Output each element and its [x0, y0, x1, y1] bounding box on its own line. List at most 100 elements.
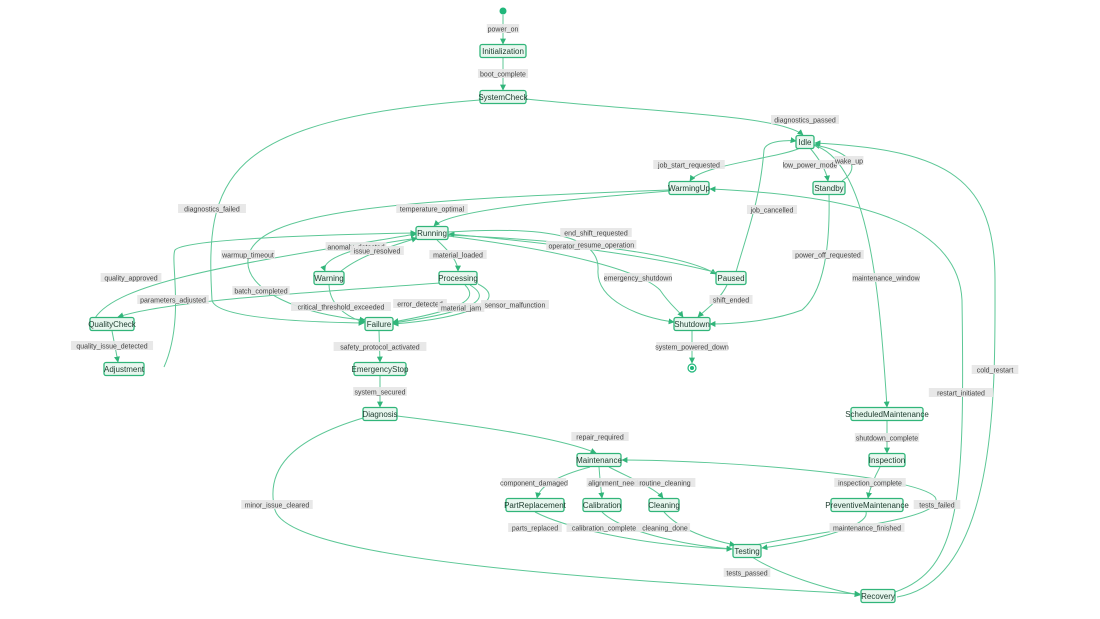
transition-label: diagnostics_failed — [178, 204, 246, 213]
transition-label: end_shift_requested — [560, 228, 632, 237]
state-label: Running — [417, 229, 447, 238]
state-initialization[interactable]: Initialization — [479, 43, 527, 59]
state-maintenance[interactable]: Maintenance — [576, 452, 622, 468]
svg-text:power_on: power_on — [488, 26, 519, 33]
state-system-check[interactable]: SystemCheck — [478, 89, 529, 105]
transition-label: error_detected — [393, 299, 447, 308]
svg-text:power_off_requested: power_off_requested — [795, 252, 861, 259]
transition-label: low_power_mode — [783, 160, 838, 169]
state-emergency-stop[interactable]: EmergencyStop — [352, 361, 409, 377]
start-state — [499, 7, 507, 15]
state-standby[interactable]: Standby — [812, 180, 846, 196]
state-running[interactable]: Running — [415, 225, 449, 241]
transition-end-shift-requested — [447, 229, 675, 325]
state-idle[interactable]: Idle — [795, 134, 815, 150]
state-label: Calibration — [583, 501, 621, 510]
transition-maintenance-window — [812, 144, 890, 408]
svg-text:job_start_requested: job_start_requested — [657, 162, 720, 169]
state-label: EmergencyStop — [352, 365, 409, 374]
state-label: Testing — [734, 547, 759, 556]
state-label: ScheduledMaintenance — [845, 410, 929, 419]
svg-text:cleaning_done: cleaning_done — [642, 525, 688, 532]
state-part-replacement[interactable]: PartReplacement — [504, 497, 567, 513]
transition-diagnostics-failed — [210, 99, 481, 326]
transition-cleaning-done — [663, 511, 736, 547]
transition-label: calibration_complete — [566, 523, 642, 532]
transition-label: inspection_complete — [834, 478, 906, 487]
svg-text:material_jam: material_jam — [441, 305, 481, 312]
svg-text:job_cancelled: job_cancelled — [750, 207, 794, 214]
transition-label: cleaning_done — [639, 523, 691, 532]
svg-text:warmup_timeout: warmup_timeout — [221, 252, 274, 259]
state-cleaning[interactable]: Cleaning — [648, 497, 680, 513]
svg-text:routine_cleaning: routine_cleaning — [639, 480, 690, 487]
transition-label: warmup_timeout — [221, 250, 275, 259]
svg-text:system_secured: system_secured — [355, 389, 406, 396]
end-state-outer — [687, 363, 697, 373]
transition-label: batch_completed — [232, 286, 290, 295]
svg-text:boot_complete: boot_complete — [480, 71, 526, 78]
state-preventive-maintenance[interactable]: PreventiveMaintenance — [825, 497, 909, 513]
transition-label: repair_required — [571, 432, 629, 441]
transition-label: shutdown_complete — [854, 433, 920, 442]
transition-label: maintenance_window — [852, 273, 921, 282]
svg-text:temperature_optimal: temperature_optimal — [400, 206, 465, 213]
state-label: Idle — [799, 138, 812, 147]
state-adjustment[interactable]: Adjustment — [103, 361, 145, 377]
svg-text:diagnostics_passed: diagnostics_passed — [774, 117, 836, 124]
transition-label: tests_passed — [723, 568, 771, 577]
state-label: SystemCheck — [478, 93, 528, 102]
transition-anomaly-detected — [320, 237, 421, 272]
state-processing[interactable]: Processing — [438, 270, 478, 286]
transition-label: job_start_requested — [653, 160, 725, 169]
svg-text:low_power_mode: low_power_mode — [783, 162, 838, 169]
state-testing[interactable]: Testing — [732, 543, 762, 559]
state-shutdown[interactable]: Shutdown — [673, 316, 711, 332]
state-inspection[interactable]: Inspection — [868, 452, 906, 468]
svg-text:sensor_malfunction: sensor_malfunction — [485, 302, 546, 309]
state-scheduled-maintenance[interactable]: ScheduledMaintenance — [845, 406, 929, 422]
svg-text:quality_issue_detected: quality_issue_detected — [76, 343, 147, 350]
transition-label: safety_protocol_activated — [333, 342, 427, 351]
transition-resume-operation — [448, 231, 719, 274]
transition-label: system_powered_down — [655, 342, 729, 351]
transition-restart-initiated — [709, 186, 964, 593]
svg-text:tests_failed: tests_failed — [919, 502, 955, 509]
state-label: Adjustment — [104, 365, 145, 374]
transition-label: boot_complete — [477, 69, 529, 78]
svg-text:minor_issue_cleared: minor_issue_cleared — [245, 502, 310, 509]
state-warming-up[interactable]: WarmingUp — [668, 180, 711, 196]
svg-text:repair_required: repair_required — [576, 434, 624, 441]
state-label: Failure — [367, 320, 392, 329]
state-paused[interactable]: Paused — [715, 270, 747, 286]
transition-label: quality_approved — [100, 273, 162, 282]
transition-label: wake_up — [834, 156, 864, 165]
svg-text:resume_operation: resume_operation — [578, 242, 635, 249]
terminal-states — [499, 7, 697, 373]
svg-text:diagnostics_failed: diagnostics_failed — [184, 206, 240, 213]
transition-label: system_secured — [353, 387, 407, 396]
transition-label: minor_issue_cleared — [241, 500, 313, 509]
transition-label: operator_pause — [546, 241, 600, 250]
state-diagnosis[interactable]: Diagnosis — [362, 406, 398, 422]
state-recovery[interactable]: Recovery — [860, 588, 896, 604]
svg-text:maintenance_finished: maintenance_finished — [833, 525, 901, 532]
state-label: PreventiveMaintenance — [825, 501, 909, 510]
transition-label: job_cancelled — [746, 205, 798, 214]
svg-text:maintenance_window: maintenance_window — [852, 275, 920, 282]
svg-text:shift_ended: shift_ended — [713, 297, 749, 304]
transition-label: component_damaged — [500, 478, 568, 487]
svg-text:issue_resolved: issue_resolved — [354, 248, 401, 255]
transition-job-cancelled — [735, 137, 797, 273]
state-calibration[interactable]: Calibration — [582, 497, 622, 513]
svg-text:restart_initiated: restart_initiated — [937, 390, 985, 397]
transition-calibration-complete — [601, 511, 733, 552]
state-warning[interactable]: Warning — [313, 270, 345, 286]
state-failure[interactable]: Failure — [364, 316, 394, 332]
transition-label: material_jam — [437, 303, 485, 312]
svg-text:shutdown_complete: shutdown_complete — [856, 435, 918, 442]
transition-label: critical_threshold_exceeded — [291, 302, 391, 311]
state-quality-check[interactable]: QualityCheck — [88, 316, 137, 332]
